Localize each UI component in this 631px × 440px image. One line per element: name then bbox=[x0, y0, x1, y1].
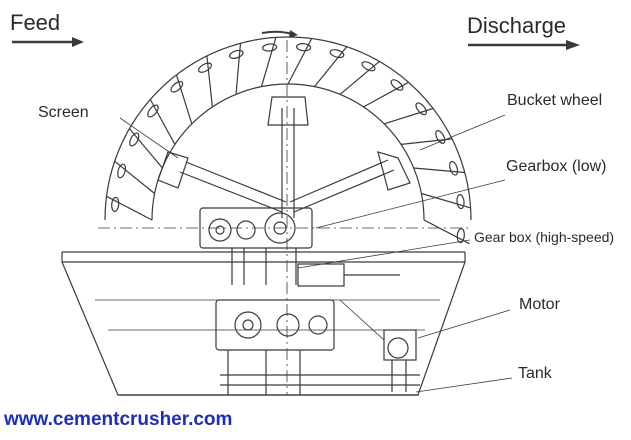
bucket-hole bbox=[435, 130, 446, 144]
gearbox-high-label: Gear box (high-speed) bbox=[474, 229, 615, 245]
bucket-hole bbox=[390, 79, 404, 91]
discharge-label: Discharge bbox=[467, 13, 567, 38]
gearbox-low-label: Gearbox (low) bbox=[506, 158, 607, 175]
bucket-hole bbox=[361, 61, 376, 72]
rotation-arrow bbox=[261, 30, 298, 38]
feed-arrow bbox=[12, 37, 84, 47]
bucket-blade bbox=[339, 60, 380, 95]
bucket-blade bbox=[114, 160, 155, 194]
bucket-hole bbox=[415, 102, 428, 116]
bucket-blade bbox=[128, 128, 163, 169]
bucket-blade bbox=[106, 195, 153, 221]
motor-label: Motor bbox=[519, 296, 560, 313]
bucket-blade bbox=[363, 81, 409, 108]
leader-lines bbox=[119, 114, 513, 393]
motor bbox=[383, 329, 417, 392]
bucket-blade bbox=[384, 107, 434, 125]
bucket-blade bbox=[314, 46, 348, 87]
bucket-blade bbox=[423, 219, 470, 245]
gearbox-low bbox=[199, 207, 313, 285]
bucket-hole bbox=[228, 49, 244, 59]
bucket-hole bbox=[117, 163, 127, 179]
bucket-hole bbox=[456, 228, 465, 244]
bucket-wheel bbox=[104, 36, 472, 245]
bucket-blade bbox=[413, 167, 465, 174]
gearbox-high bbox=[215, 299, 335, 395]
bucket-wheel-label: Bucket wheel bbox=[507, 92, 603, 109]
bucket-hole bbox=[456, 194, 465, 210]
feed-label: Feed bbox=[10, 10, 61, 35]
bucket-hole bbox=[329, 49, 345, 59]
tank-label: Tank bbox=[518, 365, 552, 382]
bucket-blade bbox=[421, 192, 471, 209]
bucket-blade bbox=[149, 99, 176, 145]
bucket-hole bbox=[449, 160, 459, 176]
discharge-arrow bbox=[468, 40, 580, 50]
bucket-hole bbox=[170, 80, 184, 93]
screen-plates bbox=[157, 96, 411, 191]
bucket-hole bbox=[111, 196, 120, 212]
bucket-blade bbox=[401, 138, 453, 145]
drive-shaft bbox=[297, 263, 400, 287]
bucket-hole bbox=[147, 104, 159, 118]
bucket-hole bbox=[198, 62, 212, 73]
support-frame bbox=[220, 299, 420, 386]
bucket-blade bbox=[287, 38, 313, 85]
bucket-hole bbox=[129, 132, 140, 147]
bucket-hole bbox=[262, 43, 278, 52]
tank bbox=[61, 251, 466, 396]
website-url[interactable]: www.cementcrusher.com bbox=[4, 409, 233, 430]
wheel-spokes bbox=[179, 108, 395, 218]
bucket-blade bbox=[206, 55, 213, 107]
screen-label: Screen bbox=[38, 104, 89, 121]
wheel-buckets bbox=[106, 37, 471, 245]
bucket-blade bbox=[260, 37, 277, 87]
bucket-hole bbox=[296, 43, 312, 52]
bucket-blade bbox=[175, 74, 193, 124]
bucket-blade bbox=[235, 43, 242, 95]
